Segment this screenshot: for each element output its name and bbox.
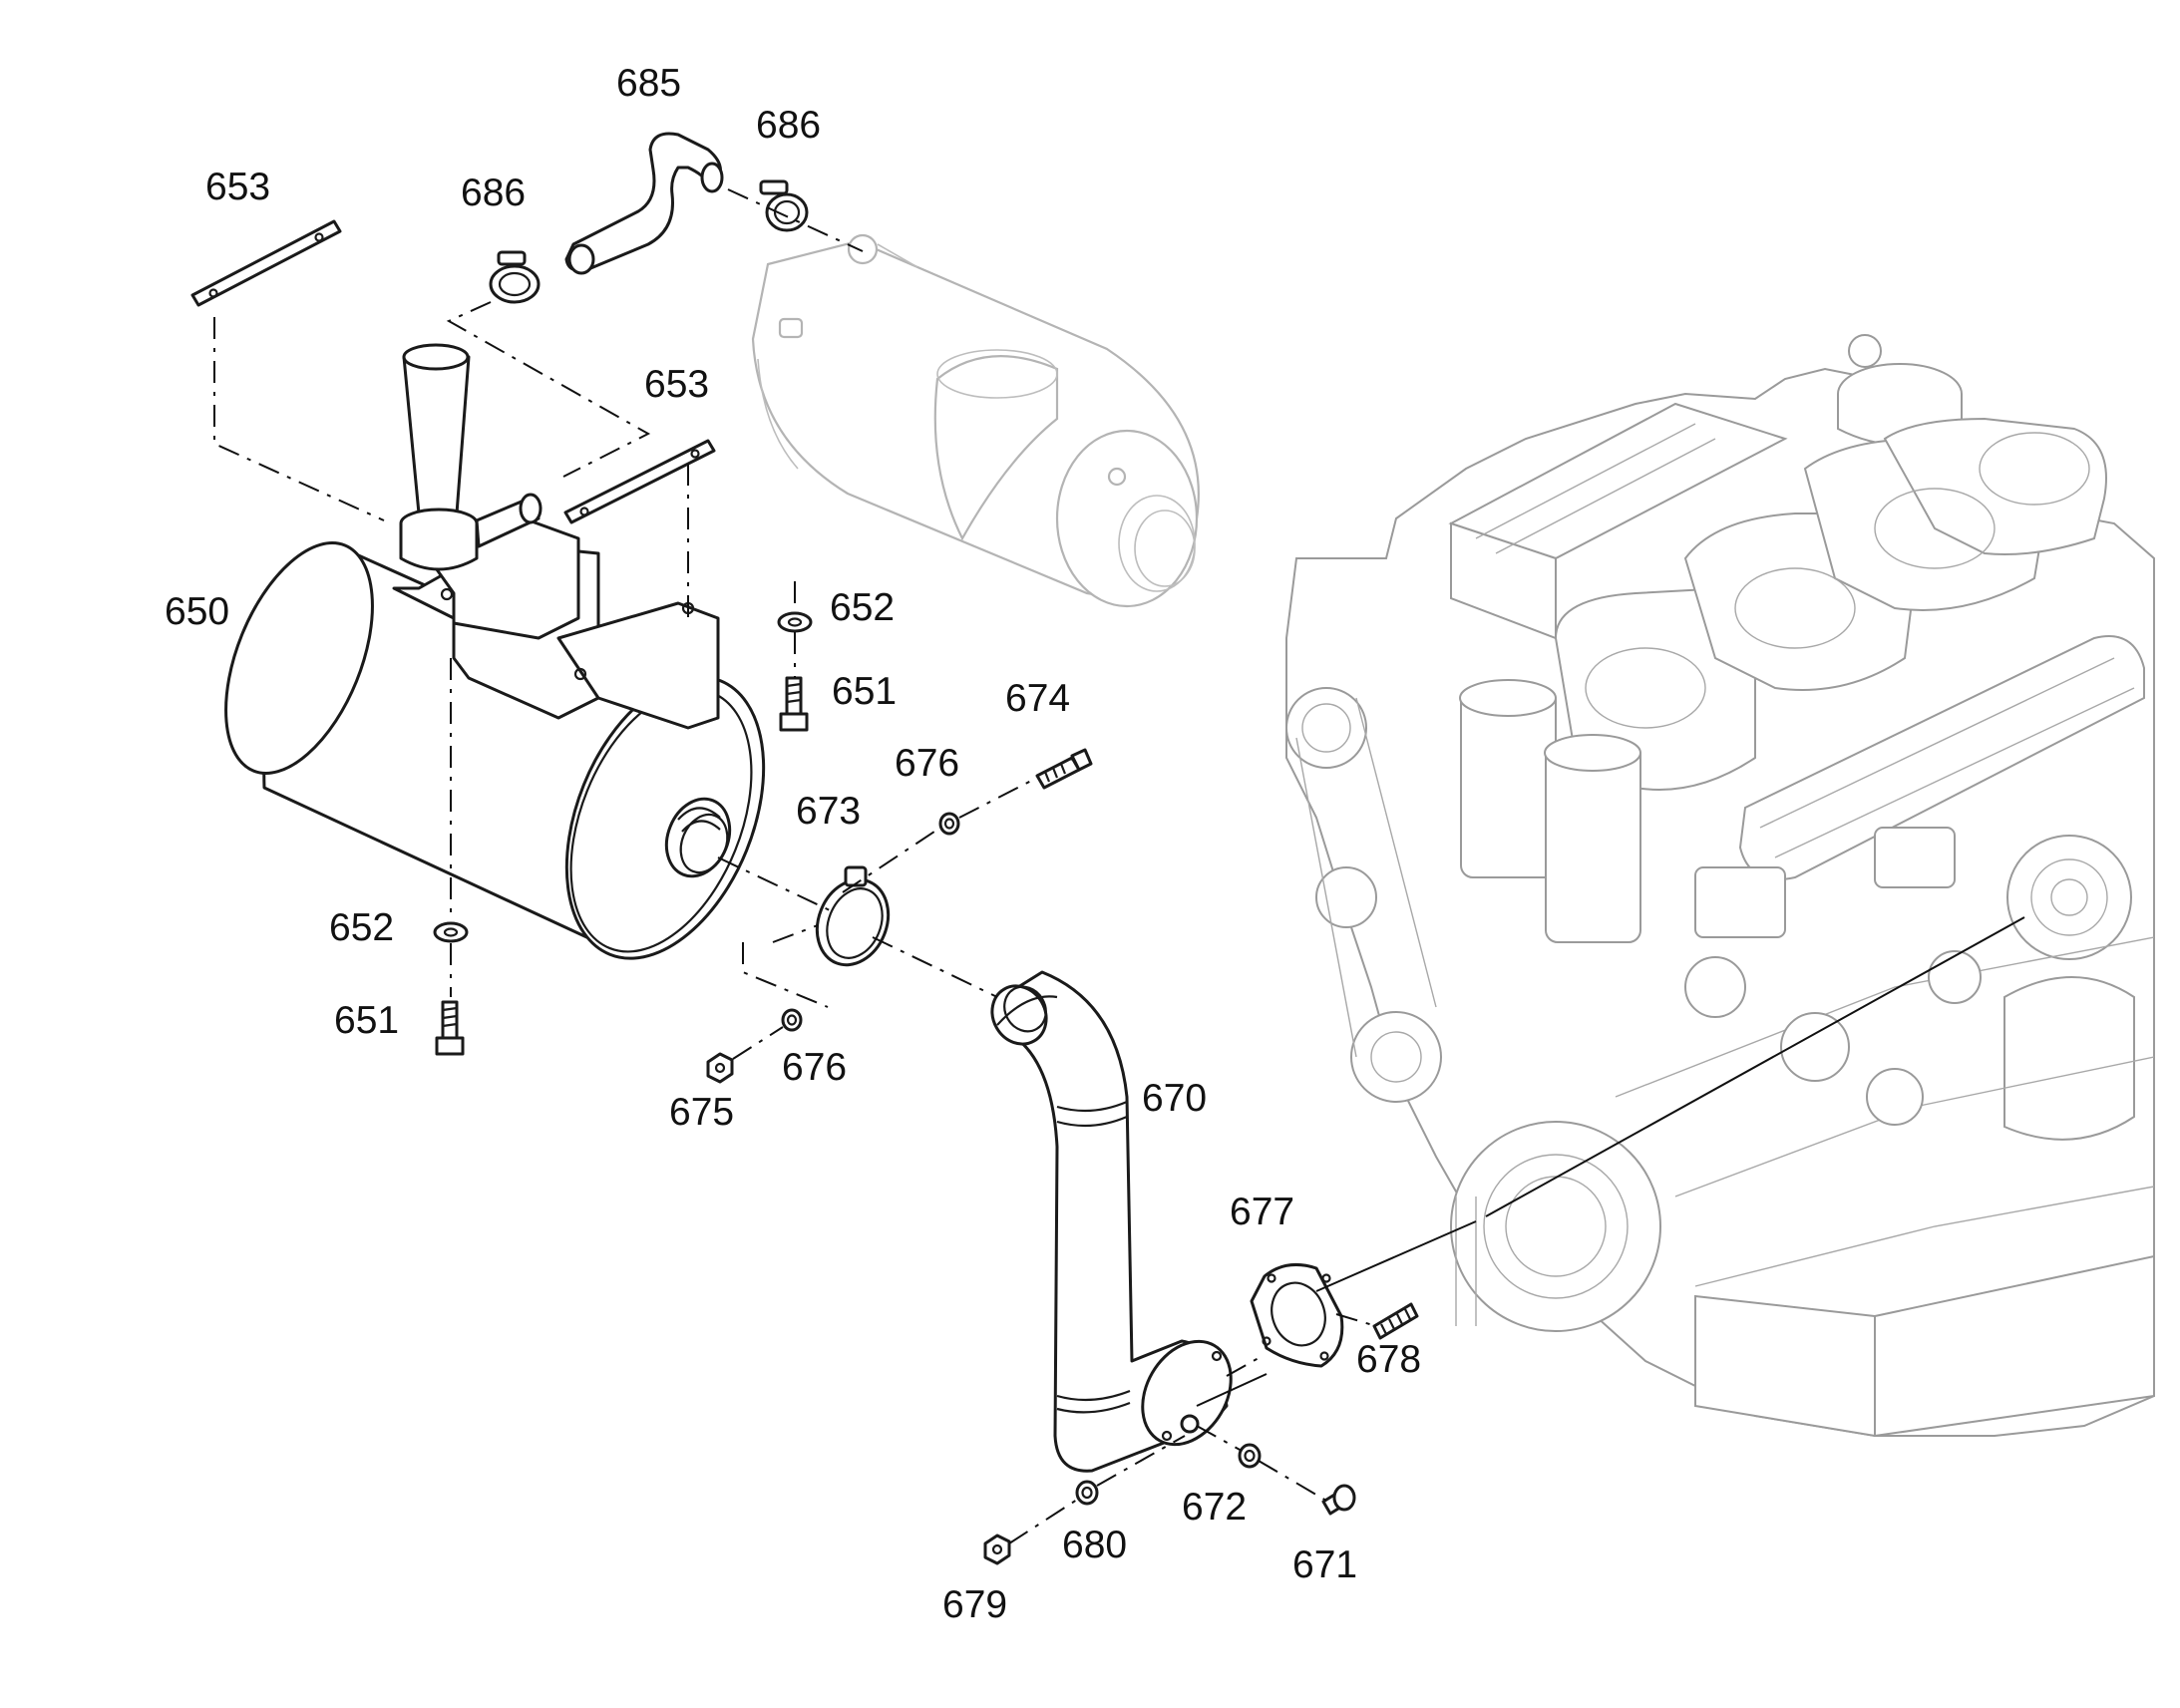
- washer-upper: [777, 611, 813, 633]
- callouts: 685 686 686 653 653 650 652 651 674 676 …: [165, 62, 1421, 1626]
- engine-filter-housings: [1459, 679, 1641, 943]
- muffler: [224, 343, 766, 960]
- callout-651-upper: 651: [832, 670, 897, 713]
- hose-clamp-upper: [759, 179, 809, 232]
- hose-clamp-lower: [489, 250, 541, 304]
- callout-652-upper: 652: [830, 586, 895, 629]
- flange-nut: [983, 1534, 1011, 1565]
- callout-651-lower: 651: [334, 999, 399, 1042]
- bolt-upper: [779, 676, 809, 732]
- bolt-lower: [435, 1000, 465, 1056]
- clamp-bolt: [1035, 748, 1093, 790]
- engine-belt-drive: [1285, 687, 1661, 1332]
- lock-washer-lower: [781, 1008, 803, 1032]
- engine-filter-cap: [1837, 334, 1963, 446]
- engine-control-box: [1448, 402, 1788, 640]
- callout-686-lower: 686: [461, 171, 526, 214]
- mounting-strap-left: [190, 219, 342, 307]
- callout-650: 650: [165, 590, 229, 633]
- callout-685: 685: [616, 62, 681, 105]
- callout-671: 671: [1292, 1543, 1357, 1586]
- flange-lock-washer: [1075, 1480, 1099, 1506]
- callout-678: 678: [1356, 1338, 1421, 1381]
- flange-gasket: [1250, 1262, 1344, 1368]
- exhaust-pipe: [990, 970, 1233, 1473]
- engine-block: [1285, 334, 2155, 1438]
- callout-675: 675: [669, 1091, 734, 1134]
- callout-653-right: 653: [644, 363, 709, 406]
- engine-intake-manifold: [1738, 635, 2145, 880]
- exhaust-clamp: [815, 865, 891, 967]
- hose: [564, 132, 724, 275]
- callout-652-lower: 652: [329, 906, 394, 949]
- mounting-strap-right: [563, 439, 716, 524]
- callout-686-upper: 686: [756, 104, 821, 147]
- engine-block-details: [1455, 827, 2155, 1438]
- callout-674: 674: [1005, 677, 1070, 720]
- air-cleaner-housing: [751, 233, 1200, 608]
- callout-676-lower: 676: [782, 1046, 847, 1089]
- flange-stud: [1372, 1302, 1419, 1340]
- callout-680: 680: [1062, 1524, 1127, 1566]
- callout-677: 677: [1230, 1191, 1294, 1233]
- engine-alignment-line: [1196, 916, 2025, 1407]
- assembly-lines: [213, 188, 1377, 1544]
- callout-670: 670: [1142, 1077, 1207, 1120]
- engine-turbocharger: [2003, 835, 2135, 1141]
- washer-lower: [433, 921, 469, 943]
- callout-672: 672: [1182, 1486, 1247, 1529]
- lock-washer-upper: [938, 812, 960, 836]
- clamp-nut: [706, 1052, 734, 1084]
- callout-653-left: 653: [205, 166, 270, 208]
- flange-washer: [1238, 1443, 1262, 1469]
- flange-bolt: [1321, 1484, 1356, 1516]
- callout-679: 679: [942, 1583, 1007, 1626]
- callout-673: 673: [796, 790, 861, 833]
- callout-676-upper: 676: [895, 742, 959, 785]
